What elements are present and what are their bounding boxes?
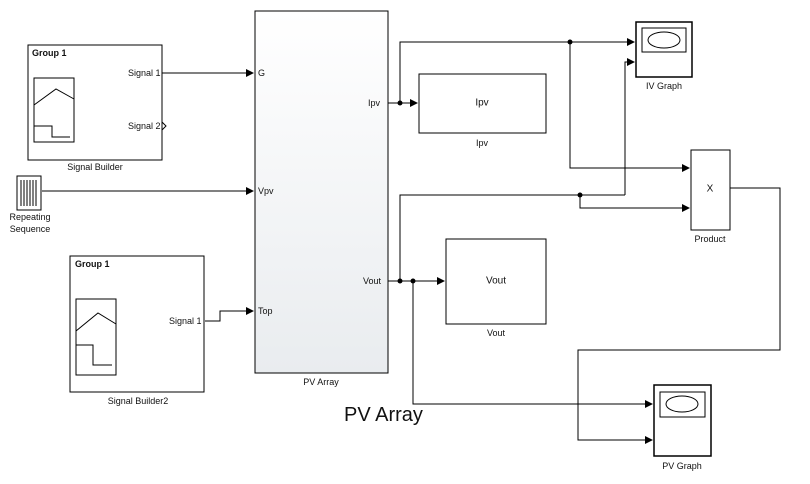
pv-array-block[interactable] bbox=[254, 10, 389, 374]
signal-builder-label: Signal Builder bbox=[67, 162, 123, 172]
product-block[interactable] bbox=[690, 149, 731, 231]
wire-ipv-to-iv-graph bbox=[399, 38, 635, 103]
signal-builder-out-port bbox=[161, 121, 167, 131]
product-label: Product bbox=[694, 234, 726, 244]
signal-builder-icon bbox=[33, 77, 75, 143]
ipv-display-label: Ipv bbox=[475, 138, 489, 148]
junction-ipv bbox=[397, 100, 403, 106]
wire-vout-up bbox=[399, 194, 625, 281]
signal-builder2-port-signal1: Signal 1 bbox=[169, 316, 202, 326]
signal-builder2-group-label: Group 1 bbox=[75, 259, 110, 269]
repeating-sequence-label-line1: Repeating bbox=[9, 212, 51, 222]
wire-vout-to-pv-graph bbox=[412, 281, 653, 408]
vout-display-text: Vout bbox=[485, 275, 507, 287]
junction-vout-2 bbox=[410, 278, 416, 284]
pv-array-label: PV Array bbox=[303, 377, 339, 387]
junction-vout bbox=[397, 278, 403, 284]
iv-graph-label: IV Graph bbox=[645, 81, 683, 91]
signal-builder-block[interactable] bbox=[27, 44, 163, 161]
ipv-display-block[interactable] bbox=[418, 73, 547, 134]
signal-builder-group-label: Group 1 bbox=[32, 48, 67, 58]
signal-builder-port-signal2: Signal 2 bbox=[128, 121, 161, 131]
signal-builder2-block[interactable] bbox=[69, 255, 205, 393]
pv-graph-icon bbox=[665, 395, 699, 413]
diagram-title: PV Array bbox=[344, 404, 423, 426]
junction-vout-branch bbox=[577, 192, 583, 198]
wire-vout-to-product bbox=[579, 195, 690, 212]
iv-graph-icon bbox=[647, 31, 681, 49]
pv-array-port-vpv: Vpv bbox=[258, 186, 274, 196]
wire-ipv-to-product bbox=[569, 42, 690, 172]
wire-product-to-pv-graph bbox=[577, 187, 781, 444]
product-symbol: X bbox=[706, 183, 714, 195]
ipv-display-text: Ipv bbox=[475, 97, 489, 109]
repeating-sequence-label-line2: Sequence bbox=[9, 224, 51, 234]
vout-display-block[interactable] bbox=[445, 238, 547, 325]
signal-builder2-icon bbox=[75, 298, 117, 376]
junction-ipv-branch bbox=[567, 39, 573, 45]
vout-display-label: Vout bbox=[486, 328, 506, 338]
pv-array-port-vout: Vout bbox=[363, 276, 382, 286]
pv-graph-label: PV Graph bbox=[662, 461, 702, 471]
signal-builder-port-signal1: Signal 1 bbox=[128, 68, 161, 78]
pv-array-port-g: G bbox=[258, 68, 266, 78]
pv-array-port-ipv: Ipv bbox=[368, 98, 381, 108]
wire-signal-builder2-to-top bbox=[205, 307, 254, 322]
pv-array-port-top: Top bbox=[258, 306, 273, 316]
wire-vout-to-iv-graph bbox=[624, 58, 635, 195]
signal-builder2-label: Signal Builder2 bbox=[107, 396, 169, 406]
